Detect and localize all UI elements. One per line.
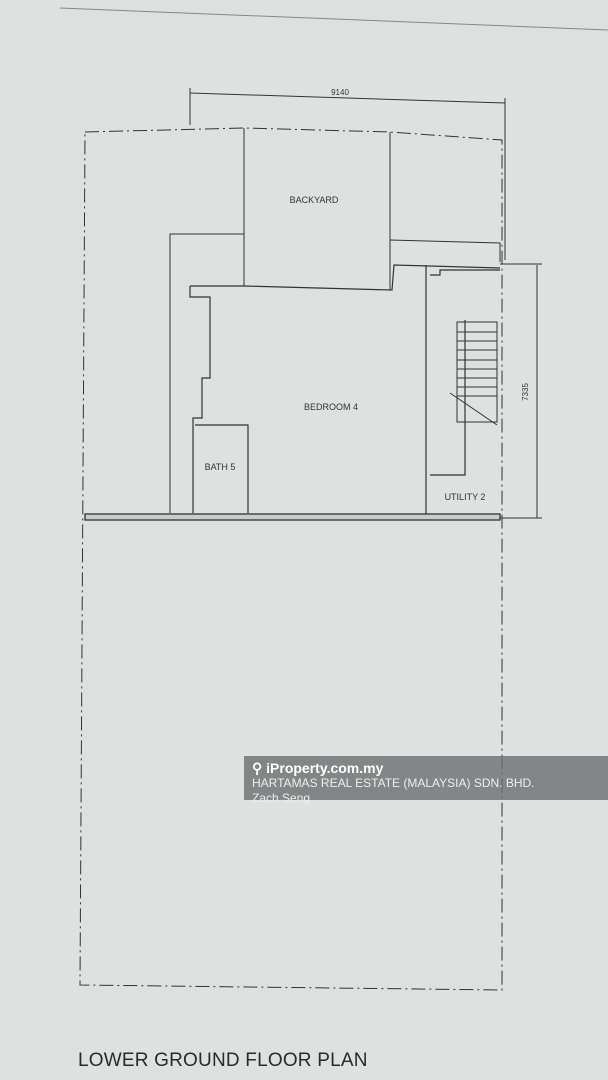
room-label-bedroom: BEDROOM 4: [304, 402, 358, 412]
watermark-brand: ⚲ iProperty.com.my: [252, 760, 600, 776]
watermark-agency: HARTAMAS REAL ESTATE (MALAYSIA) SDN. BHD…: [252, 776, 535, 790]
location-pin-icon: ⚲: [252, 760, 263, 776]
width-dimension-label: 9140: [331, 88, 349, 97]
dimension-width: [189, 88, 506, 260]
front-wall: [84, 513, 501, 521]
room-label-backyard: BACKYARD: [290, 195, 339, 205]
plan-title: LOWER GROUND FLOOR PLAN: [78, 1050, 368, 1071]
backyard-outline: [169, 128, 501, 513]
depth-dimension-label: 7335: [521, 383, 530, 401]
brand-text: iProperty.com.my: [266, 760, 384, 776]
room-label-utility: UTILITY 2: [445, 492, 486, 502]
dimension-depth: [500, 263, 542, 519]
page-edge: [59, 7, 608, 31]
staircase: [449, 321, 498, 426]
property-boundary: [79, 127, 503, 991]
watermark: ⚲ iProperty.com.my HARTAMAS REAL ESTATE …: [244, 756, 608, 805]
watermark-agent: Zach Seng: [252, 791, 311, 805]
room-label-bath: BATH 5: [205, 462, 236, 472]
walls: [189, 264, 501, 515]
